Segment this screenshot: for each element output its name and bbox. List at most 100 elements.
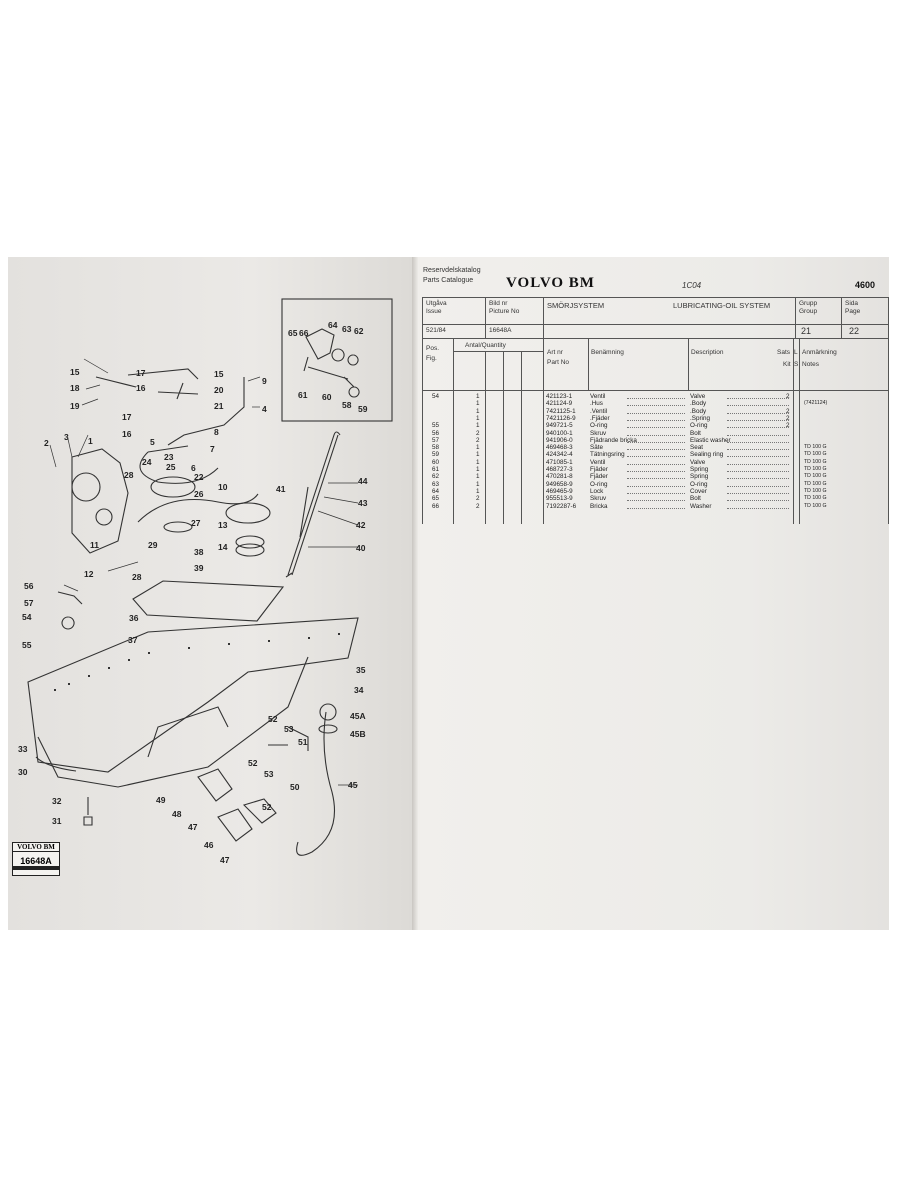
callout-62: 62	[354, 326, 364, 336]
row-name-sv: Ventil	[590, 393, 606, 400]
row-name-sv: Bricka	[590, 502, 608, 510]
drawing-stamp: VOLVO BM 16648A	[12, 842, 60, 876]
row-note: TD 100 G	[804, 480, 827, 487]
callout-44: 44	[358, 476, 368, 486]
row-qty: 1	[476, 451, 480, 459]
callout-43: 43	[358, 498, 368, 508]
row-part-no: 470281-8	[546, 473, 573, 481]
col-sats: Sats	[777, 349, 791, 356]
callout-20: 20	[214, 385, 224, 395]
col-notes-sv: Anmärkning	[802, 349, 837, 356]
callout-49: 49	[156, 795, 166, 805]
row-pos: 57	[432, 436, 440, 444]
inset-frame	[281, 298, 393, 422]
system-title-en: LUBRICATING-OIL SYSTEM	[673, 301, 771, 310]
brand-logo: VOLVO BM	[506, 275, 595, 291]
row-part-no: 955513-9	[546, 495, 573, 503]
callout-65: 65	[288, 328, 298, 338]
callout-8: 8	[214, 427, 219, 437]
row-part-no: 469468-3	[546, 444, 573, 452]
callout-11: 11	[90, 540, 99, 550]
row-qty: 1	[476, 480, 480, 488]
row-qty: 1	[476, 444, 480, 452]
row-description: Washer	[690, 502, 712, 510]
issue-value: 521/84	[426, 327, 446, 334]
dot-leader	[627, 466, 685, 472]
dot-leader	[727, 393, 789, 399]
row-description: Bolt	[690, 495, 701, 503]
row-qty: 1	[476, 458, 480, 466]
col-pos-en: Fig.	[426, 355, 437, 362]
group-label-sv: Grupp	[799, 300, 818, 307]
dot-leader	[727, 481, 789, 487]
catalog-label-en: Parts Catalogue	[423, 277, 474, 284]
inset-valve-cover	[305, 328, 359, 366]
callout-3: 3	[64, 432, 69, 442]
group-label-en: Group	[799, 308, 818, 315]
row-name-sv: O-ring	[590, 480, 608, 488]
row-part-no: 471085-1	[546, 458, 573, 466]
row-kit: 2	[786, 393, 790, 400]
suction-pipe	[296, 711, 336, 856]
dot-leader	[727, 400, 789, 407]
exploded-parts-diagram	[27, 298, 393, 856]
row-description: Seat	[690, 444, 703, 452]
row-part-no: 949658-9	[546, 480, 573, 488]
callout-25: 25	[166, 462, 176, 472]
row-kit: 2	[786, 407, 790, 415]
dot-leader	[627, 503, 685, 509]
callout-9: 9	[262, 376, 267, 386]
col-part-en: Part No	[547, 359, 570, 366]
callout-18: 18	[70, 383, 80, 393]
callout-34: 34	[354, 685, 364, 695]
dot-leader	[727, 415, 789, 421]
col-name-sv: Benämning	[591, 349, 624, 356]
callout-47a: 47	[188, 822, 198, 832]
row-qty: 1	[476, 407, 480, 415]
callout-14: 14	[218, 542, 228, 552]
row-kit: 2	[786, 422, 790, 430]
row-description: .Body	[690, 400, 707, 408]
row-qty: 2	[476, 436, 480, 444]
callout-53b: 53	[264, 769, 274, 779]
callout-50: 50	[290, 782, 300, 792]
callout-4: 4	[262, 404, 267, 414]
callout-6: 6	[191, 463, 196, 473]
row-name-sv: .Hus	[590, 400, 603, 408]
callout-40: 40	[356, 543, 366, 553]
col-kit: Kit	[783, 361, 791, 368]
row-part-no: 949721-5	[546, 422, 573, 430]
row-part-no: 7421125-1	[546, 407, 576, 415]
row-name-sv: Lock	[590, 487, 604, 495]
row-description: Spring	[690, 473, 709, 481]
page-label-sv: Sida	[845, 300, 859, 307]
oil-pan-body	[37, 656, 309, 788]
page-value: 22	[849, 326, 860, 336]
row-name-sv: .Ventil	[590, 407, 608, 415]
callout-64: 64	[328, 320, 338, 330]
dot-leader	[627, 495, 685, 502]
col-description: Description	[691, 349, 724, 356]
row-note: (7421124)	[804, 400, 828, 407]
dot-leader	[627, 393, 685, 399]
callout-21: 21	[214, 401, 224, 411]
row-note: TD 100 G	[804, 502, 827, 509]
row-part-no: 421123-1	[546, 393, 573, 400]
callout-51: 51	[298, 737, 308, 747]
row-qty: 2	[476, 502, 480, 510]
dot-leader	[627, 422, 685, 429]
callout-26: 26	[194, 489, 204, 499]
row-part-no: 7192287-6	[546, 502, 577, 510]
row-description: Sealing ring	[690, 451, 724, 459]
dot-leader	[727, 437, 789, 443]
col-l: L	[794, 349, 798, 356]
callout-28a: 28	[124, 470, 134, 480]
callout-13: 13	[218, 520, 228, 530]
stamp-number: 16648A	[20, 856, 52, 866]
row-pos: 61	[432, 466, 440, 473]
callout-7: 7	[210, 444, 215, 454]
